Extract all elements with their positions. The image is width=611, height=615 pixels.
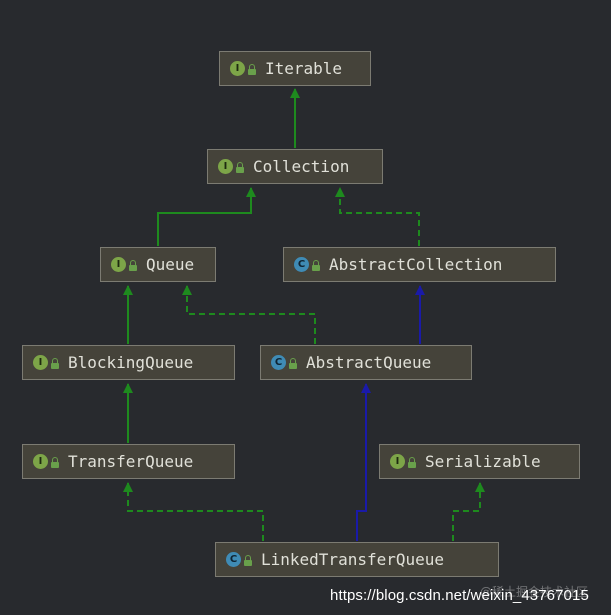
watermark-url: https://blog.csdn.net/weixin_43767015 [330, 587, 589, 604]
edge-linkedtransferqueue-to-serializable [452, 482, 485, 541]
node-label: Serializable [425, 452, 541, 471]
interface-icon: I [33, 454, 48, 469]
lock-icon [51, 456, 59, 468]
node-label: LinkedTransferQueue [261, 550, 445, 569]
node-serializable[interactable]: I Serializable [379, 444, 580, 479]
edge-abstractqueue-to-queue [182, 285, 316, 344]
node-abstract-collection[interactable]: C AbstractCollection [283, 247, 556, 282]
lock-icon [312, 259, 320, 271]
watermark-site: @稀土掘金技术社区 [480, 585, 589, 599]
node-label: AbstractCollection [329, 255, 503, 274]
node-label: Collection [253, 157, 350, 176]
interface-icon: I [111, 257, 126, 272]
node-iterable[interactable]: I Iterable [219, 51, 371, 86]
class-icon: C [271, 355, 286, 370]
node-blocking-queue[interactable]: I BlockingQueue [22, 345, 235, 380]
interface-icon: I [230, 61, 245, 76]
node-label: Queue [146, 255, 195, 274]
lock-icon [248, 63, 256, 75]
node-queue[interactable]: I Queue [100, 247, 216, 282]
class-icon: C [226, 552, 241, 567]
node-collection[interactable]: I Collection [207, 149, 383, 184]
lock-icon [408, 456, 416, 468]
lock-icon [244, 554, 252, 566]
node-label: AbstractQueue [306, 353, 432, 372]
interface-icon: I [390, 454, 405, 469]
node-abstract-queue[interactable]: C AbstractQueue [260, 345, 472, 380]
lock-icon [236, 161, 244, 173]
node-label: BlockingQueue [68, 353, 194, 372]
node-label: Iterable [265, 59, 343, 78]
class-icon: C [294, 257, 309, 272]
node-transfer-queue[interactable]: I TransferQueue [22, 444, 235, 479]
edge-linkedtransferqueue-to-abstractqueue [356, 383, 371, 541]
lock-icon [289, 357, 297, 369]
interface-icon: I [33, 355, 48, 370]
lock-icon [51, 357, 59, 369]
node-label: TransferQueue [68, 452, 194, 471]
lock-icon [129, 259, 137, 271]
interface-icon: I [218, 159, 233, 174]
edge-abstractcollection-to-collection [335, 187, 420, 246]
node-linked-transfer-queue[interactable]: C LinkedTransferQueue [215, 542, 499, 577]
edge-linkedtransferqueue-to-transferqueue [123, 482, 264, 541]
edge-queue-to-collection [157, 187, 256, 246]
